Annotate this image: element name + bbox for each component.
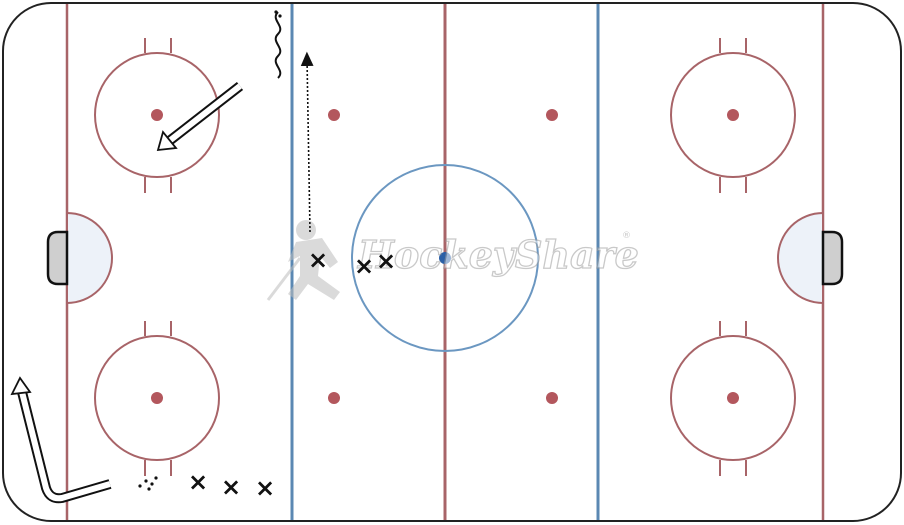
hockeyshare-watermark: HockeyShare ® (266, 220, 640, 301)
player-marker: × (308, 246, 328, 274)
neutral-dot-top-left (328, 109, 340, 121)
puck-pile (138, 476, 158, 491)
player-marker: × (255, 474, 275, 502)
goal-crease-left (66, 211, 113, 305)
goal-net-right (821, 230, 844, 286)
neutral-dot-bottom-left (328, 392, 340, 404)
skating-arrow-zone-top (156, 82, 244, 152)
player-marker: × (354, 252, 374, 280)
faceoff-circle-right-top (670, 38, 796, 193)
faceoff-dot-left-bottom (151, 392, 163, 404)
faceoff-circle-right-bottom (670, 321, 796, 476)
goal-crease-right (777, 211, 824, 305)
skater-silhouette-icon (266, 220, 340, 301)
faceoff-dot-right-bottom (727, 392, 739, 404)
player-marker: × (221, 473, 241, 501)
neutral-dot-bottom-right (546, 392, 558, 404)
faceoff-circle-left-top (94, 38, 220, 193)
faceoff-circle-left-bottom (94, 321, 220, 476)
watermark-trademark: ® (622, 231, 631, 241)
center-faceoff-dot (439, 252, 451, 264)
goal-net-left (46, 230, 69, 286)
player-marker: × (188, 468, 208, 496)
neutral-dot-top-right (546, 109, 558, 121)
pass-arrow (300, 51, 314, 233)
faceoff-dot-right-top (727, 109, 739, 121)
skating-arrow-corner (10, 376, 112, 504)
puck-dots-top (274, 10, 282, 18)
player-marker: × (376, 247, 396, 275)
watermark-text: HockeyShare (357, 232, 639, 277)
faceoff-dot-left-top (151, 109, 163, 121)
player-markers: × × × × × × (188, 246, 396, 502)
stickhandling-path (274, 11, 282, 79)
center-faceoff-circle (351, 164, 539, 352)
